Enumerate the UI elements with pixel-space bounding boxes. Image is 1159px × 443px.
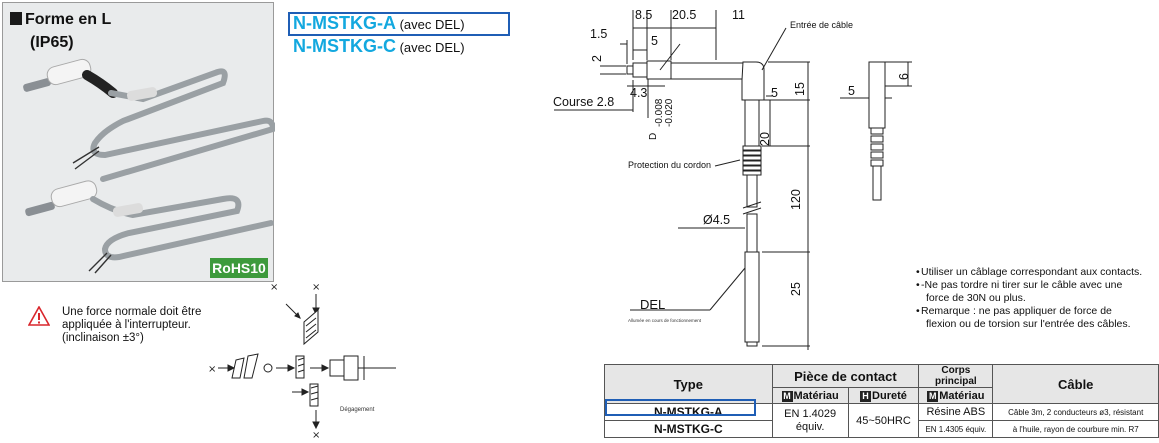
- spec-table: Type Pièce de contact Corps principal Câ…: [604, 364, 1159, 438]
- header-contact-piece: Pièce de contact: [771, 364, 920, 388]
- dim-4-3: 4.3: [630, 86, 648, 100]
- cable-entry-label: Entrée de câble: [790, 20, 854, 30]
- dim-1-5: 1.5: [590, 27, 608, 41]
- model-c-suffix: (avec DEL): [395, 40, 465, 55]
- note-3: •Remarque : ne pas appliquer de force de: [916, 305, 1112, 317]
- body-material-tag-icon: M: [927, 390, 939, 402]
- dim-11: 11: [732, 8, 745, 22]
- force-direction-diagram: × × × ×: [208, 282, 396, 440]
- dim-5-top: 5: [651, 34, 658, 48]
- header-cable: Câble: [992, 364, 1159, 404]
- cell-cable-1: Câble 3m, 2 conducteurs ø3, résistant: [992, 403, 1159, 421]
- cord-protection-rings: [742, 145, 762, 176]
- note-1: •Utiliser un câblage correspondant aux c…: [916, 266, 1143, 278]
- model-c-heading[interactable]: N-MSTKG-C (avec DEL): [293, 36, 465, 57]
- dim-2: 2: [590, 55, 604, 62]
- model-a-heading[interactable]: N-MSTKG-A (avec DEL): [293, 13, 465, 34]
- side-dim-6: 6: [897, 73, 911, 80]
- dim-5-right: 5: [771, 86, 778, 100]
- d-label: D: [648, 132, 659, 140]
- warning-triangle-icon: [28, 306, 50, 326]
- svg-text:×: ×: [312, 430, 320, 440]
- product-ip-rating: (IP65): [30, 34, 74, 51]
- del-label: DEL: [640, 297, 666, 312]
- material-tag-icon: M: [781, 390, 793, 402]
- model-a-code: N-MSTKG-A: [293, 13, 396, 33]
- dim-120: 120: [789, 189, 803, 210]
- technical-drawing: [554, 10, 912, 350]
- note-2b-text: force de 30N ou plus.: [926, 292, 1026, 304]
- product-photo: [23, 58, 275, 274]
- model-c-code: N-MSTKG-C: [293, 36, 396, 56]
- dim-20-5: 20.5: [672, 8, 697, 22]
- warning-line-2: appliquée à l'interrupteur.: [62, 319, 191, 331]
- degagement-label: Dégagement: [340, 407, 375, 413]
- cell-body-material-2: EN 1.4305 équiv.: [918, 420, 994, 438]
- installation-notes: •Utiliser un câblage correspondant aux c…: [916, 266, 1156, 331]
- cord-protection-label: Protection du cordon: [628, 160, 712, 170]
- cell-cable-2: à l'huile, rayon de courbure min. R7: [992, 420, 1159, 438]
- square-bullet-icon: [10, 12, 22, 25]
- dim-8-5: 8.5: [635, 8, 653, 22]
- svg-text:×: ×: [208, 364, 216, 375]
- switch-upper-illustration: [23, 58, 275, 182]
- model-a-suffix: (avec DEL): [395, 17, 465, 32]
- dim-15: 15: [793, 82, 807, 96]
- warning-line-1: Une force normale doit être: [62, 306, 202, 318]
- warning-line-3: (inclinaison ±3°): [62, 332, 144, 344]
- product-form-title: Forme en L: [10, 10, 111, 30]
- header-material-text: Matériau: [793, 389, 839, 402]
- header-type: Type: [604, 364, 773, 404]
- course-label: Course 2.8: [553, 95, 615, 109]
- product-photo-panel: [2, 2, 275, 282]
- note-3-text: Remarque : ne pas appliquer de force de: [921, 305, 1112, 317]
- product-form-title-text: Forme en L: [25, 11, 112, 28]
- note-1-text: Utiliser un câblage correspondant aux co…: [921, 266, 1143, 278]
- side-dim-5: 5: [848, 84, 855, 98]
- force-warning-text: Une force normale doit être appliquée à …: [62, 306, 242, 345]
- model-a-highlight-box: [288, 12, 510, 36]
- note-2b: force de 30N ou plus.: [916, 292, 1156, 305]
- cell-body-material-1: Résine ABS: [918, 403, 994, 421]
- note-3b: flexion ou de torsion sur l'entrée des c…: [916, 318, 1156, 331]
- cell-hardness: 45~50HRC: [847, 403, 920, 438]
- header-main-body: Corps principal: [918, 364, 994, 388]
- dim-25: 25: [789, 282, 803, 296]
- row-a-highlight-box: [605, 399, 756, 416]
- note-3b-text: flexion ou de torsion sur l'entrée des c…: [926, 318, 1131, 330]
- rohs-badge: RoHS10: [210, 258, 268, 278]
- hardness-tag-icon: H: [860, 390, 872, 402]
- header-hardness-text: Dureté: [872, 389, 907, 402]
- note-2: •-Ne pas tordre ni tirer sur le câble av…: [916, 279, 1123, 291]
- material-value-1: EN 1.4029: [784, 407, 837, 420]
- tolerance-lower: -0.020: [664, 98, 675, 127]
- svg-text:×: ×: [312, 282, 320, 293]
- dim-20: 20: [758, 132, 772, 146]
- diameter-label: Ø4.5: [703, 213, 731, 227]
- switch-lower-illustration: [25, 180, 274, 274]
- material-value-2: équiv.: [795, 420, 825, 433]
- note-2-text: -Ne pas tordre ni tirer sur le câble ave…: [921, 279, 1123, 291]
- del-sublabel: Allumée en cours de fonctionnement: [628, 318, 702, 323]
- header-body-material-text: Matériau: [939, 389, 985, 402]
- row-type-c[interactable]: N-MSTKG-C: [604, 420, 773, 438]
- svg-text:×: ×: [270, 282, 278, 293]
